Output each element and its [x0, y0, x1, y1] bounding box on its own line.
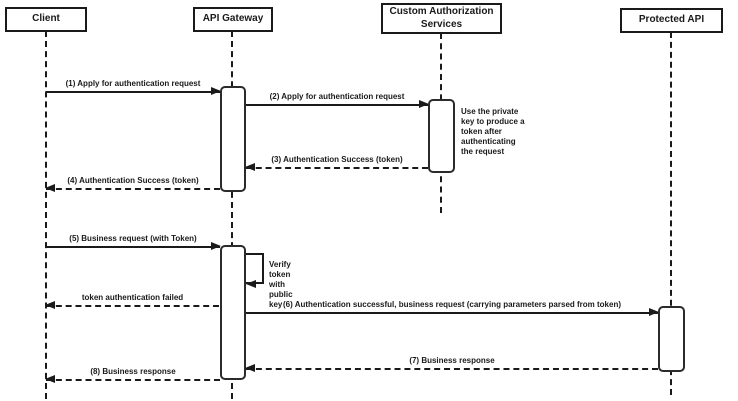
arrowhead-right-icon — [649, 308, 659, 316]
activation-protected-api — [658, 306, 685, 372]
arrowhead-right-icon — [211, 242, 221, 250]
message-4-label: (4) Authentication Success (token) — [67, 176, 199, 185]
actor-api-gateway-label: API Gateway — [202, 13, 264, 25]
self-message-verify-token: Verify token with public key — [246, 253, 293, 309]
arrowhead-right-icon — [211, 87, 221, 95]
message-line — [246, 104, 428, 106]
actor-protected-api-label: Protected API — [638, 14, 705, 26]
message-1-label: (1) Apply for authentication request — [65, 79, 201, 88]
message-line — [46, 379, 220, 381]
message-line — [46, 246, 220, 248]
arrowhead-left-icon — [45, 375, 55, 383]
message-line — [246, 167, 428, 169]
lifeline-api-gateway — [231, 31, 233, 399]
actor-api-gateway: API Gateway — [193, 7, 273, 32]
arrowhead-right-icon — [419, 100, 429, 108]
arrowhead-left-icon — [245, 364, 255, 372]
private-key-note: Use the private key to produce a token a… — [461, 107, 525, 156]
activation-gateway-auth — [220, 86, 246, 192]
message-2-label: (2) Apply for authentication request — [269, 92, 405, 101]
message-8-label: (8) Business response — [90, 367, 176, 376]
message-line — [246, 368, 658, 370]
arrowhead-left-icon — [45, 301, 55, 309]
message-line — [246, 312, 658, 314]
message-line — [46, 188, 220, 190]
message-5-label: (5) Business request (with Token) — [69, 234, 197, 243]
actor-custom-auth-label: Custom Authorization Services — [389, 6, 494, 30]
activation-gateway-business — [220, 245, 246, 380]
arrowhead-left-icon — [45, 184, 55, 192]
message-3-label: (3) Authentication Success (token) — [271, 155, 403, 164]
lifeline-protected-api — [670, 32, 672, 395]
arrowhead-left-icon — [245, 163, 255, 171]
arrowhead-left-icon — [246, 280, 256, 288]
lifeline-client — [45, 31, 47, 399]
actor-custom-auth: Custom Authorization Services — [381, 3, 502, 34]
message-line — [46, 305, 219, 307]
message-token-failed-label: token authentication failed — [81, 293, 184, 302]
actor-protected-api: Protected API — [620, 8, 723, 33]
actor-client: Client — [5, 7, 87, 32]
actor-client-label: Client — [32, 13, 60, 25]
self-message-label: Verify token with public key — [269, 260, 293, 309]
message-line — [46, 91, 220, 93]
message-7-label: (7) Business response — [409, 356, 495, 365]
message-6-label: (6) Authentication successful, business … — [282, 300, 622, 309]
activation-custom-auth — [428, 99, 455, 173]
